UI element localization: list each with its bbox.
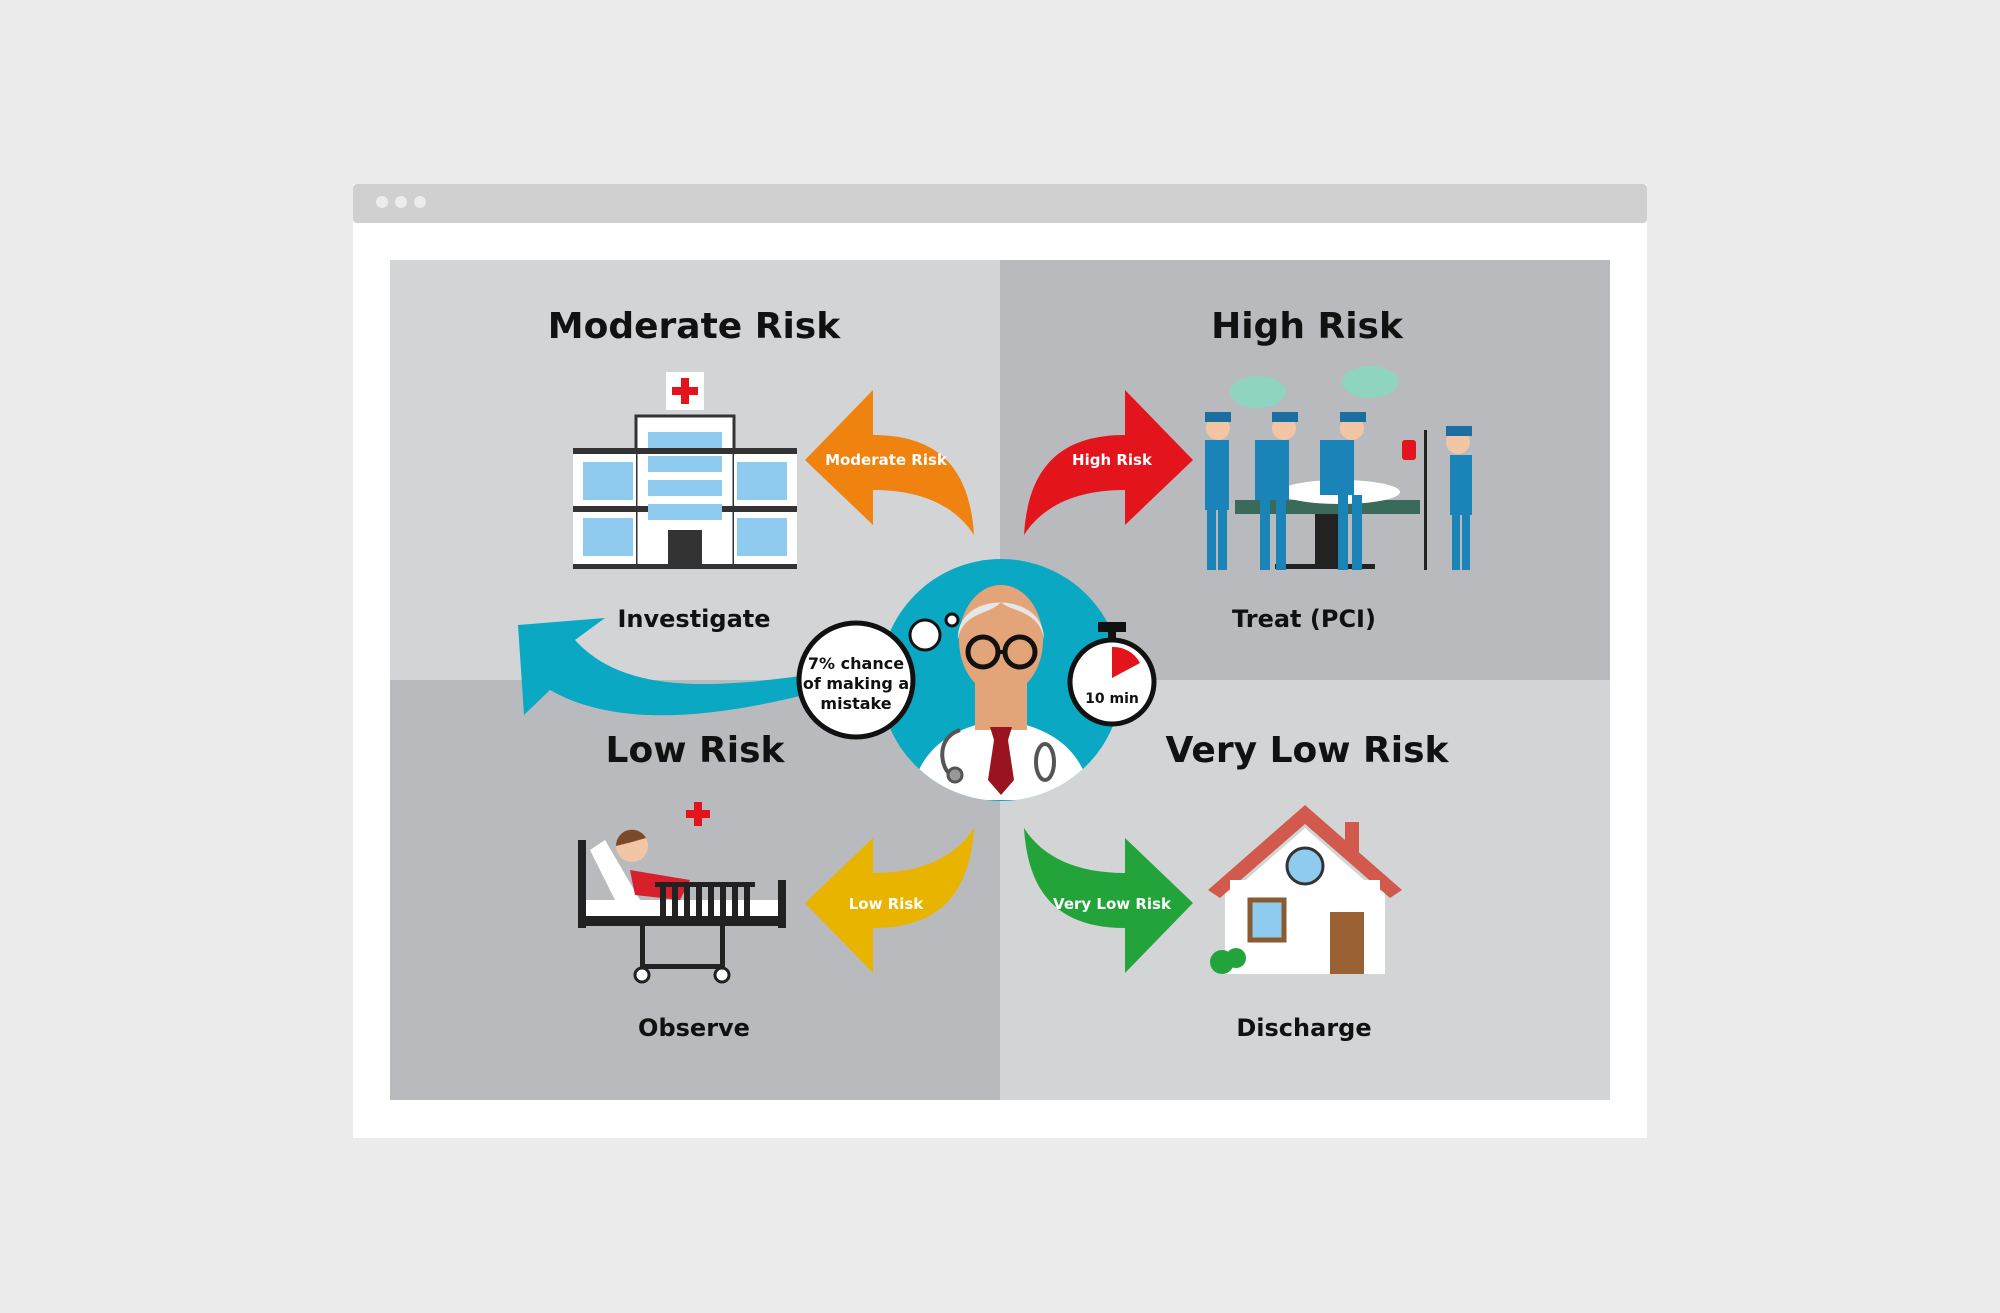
svg-text:of making a: of making a <box>803 674 909 693</box>
window-dot-icon <box>414 196 426 208</box>
arrow-high-risk: High Risk <box>1024 390 1193 535</box>
house-icon <box>1208 805 1402 974</box>
arrow-moderate-risk: Moderate Risk <box>805 390 974 535</box>
svg-text:Low Risk: Low Risk <box>849 895 925 913</box>
svg-text:Moderate Risk: Moderate Risk <box>825 451 948 469</box>
quadrant-title-very-low: Very Low Risk <box>1166 730 1450 771</box>
svg-text:mistake: mistake <box>820 694 891 713</box>
quadrant-title-high: High Risk <box>1211 306 1404 347</box>
stopwatch-icon: 10 min <box>1067 622 1157 727</box>
hospital-icon <box>573 372 797 569</box>
window-dot-icon <box>376 196 388 208</box>
surgery-team-icon <box>1205 366 1472 570</box>
arrow-low-risk: Low Risk <box>805 828 974 973</box>
window-titlebar <box>353 184 1647 223</box>
arrow-return-investigate <box>518 618 800 716</box>
patient-bed-icon <box>578 802 786 984</box>
action-investigate: Investigate <box>617 605 770 633</box>
svg-text:High Risk: High Risk <box>1072 451 1153 469</box>
action-observe: Observe <box>638 1014 750 1042</box>
arrow-very-low-risk: Very Low Risk <box>1024 828 1193 973</box>
svg-text:Very Low Risk: Very Low Risk <box>1053 895 1172 913</box>
quadrant-title-low: Low Risk <box>606 730 786 771</box>
thought-bubble: 7% chance of making a mistake <box>796 612 960 740</box>
action-treat: Treat (PCI) <box>1232 605 1376 633</box>
quadrant-title-moderate: Moderate Risk <box>548 306 841 347</box>
action-discharge: Discharge <box>1236 1014 1371 1042</box>
svg-text:10 min: 10 min <box>1085 691 1139 707</box>
window-dot-icon <box>395 196 407 208</box>
doctor-icon <box>880 559 1122 801</box>
svg-text:7% chance: 7% chance <box>808 654 904 673</box>
